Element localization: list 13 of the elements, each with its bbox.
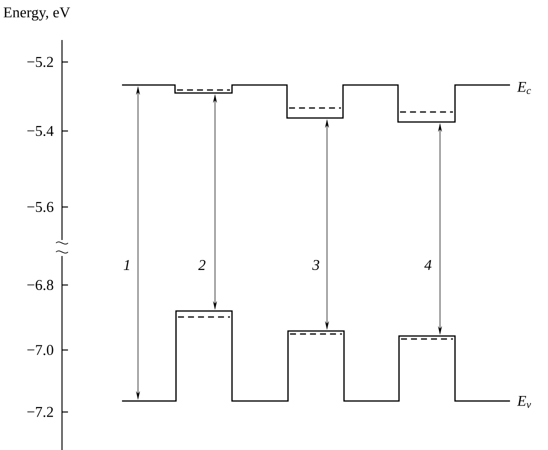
tick-label: −5.6 <box>27 202 54 212</box>
axis-title: Energy, eV <box>4 7 70 21</box>
tick-label: −7.0 <box>27 344 54 356</box>
tick-label: −7.2 <box>27 406 53 418</box>
transition-number: 1 <box>124 260 130 270</box>
tick-label: −6.8 <box>27 280 54 290</box>
band-label: E$_{v}$ <box>517 396 532 408</box>
band-label: E$_{c}$ <box>517 82 531 94</box>
transition-number: 4 <box>424 260 432 270</box>
tick-label: −5.4 <box>27 126 54 136</box>
transition-number: 3 <box>312 260 320 270</box>
tick-label: −5.2 <box>27 56 53 68</box>
transition-number: 2 <box>198 260 206 270</box>
